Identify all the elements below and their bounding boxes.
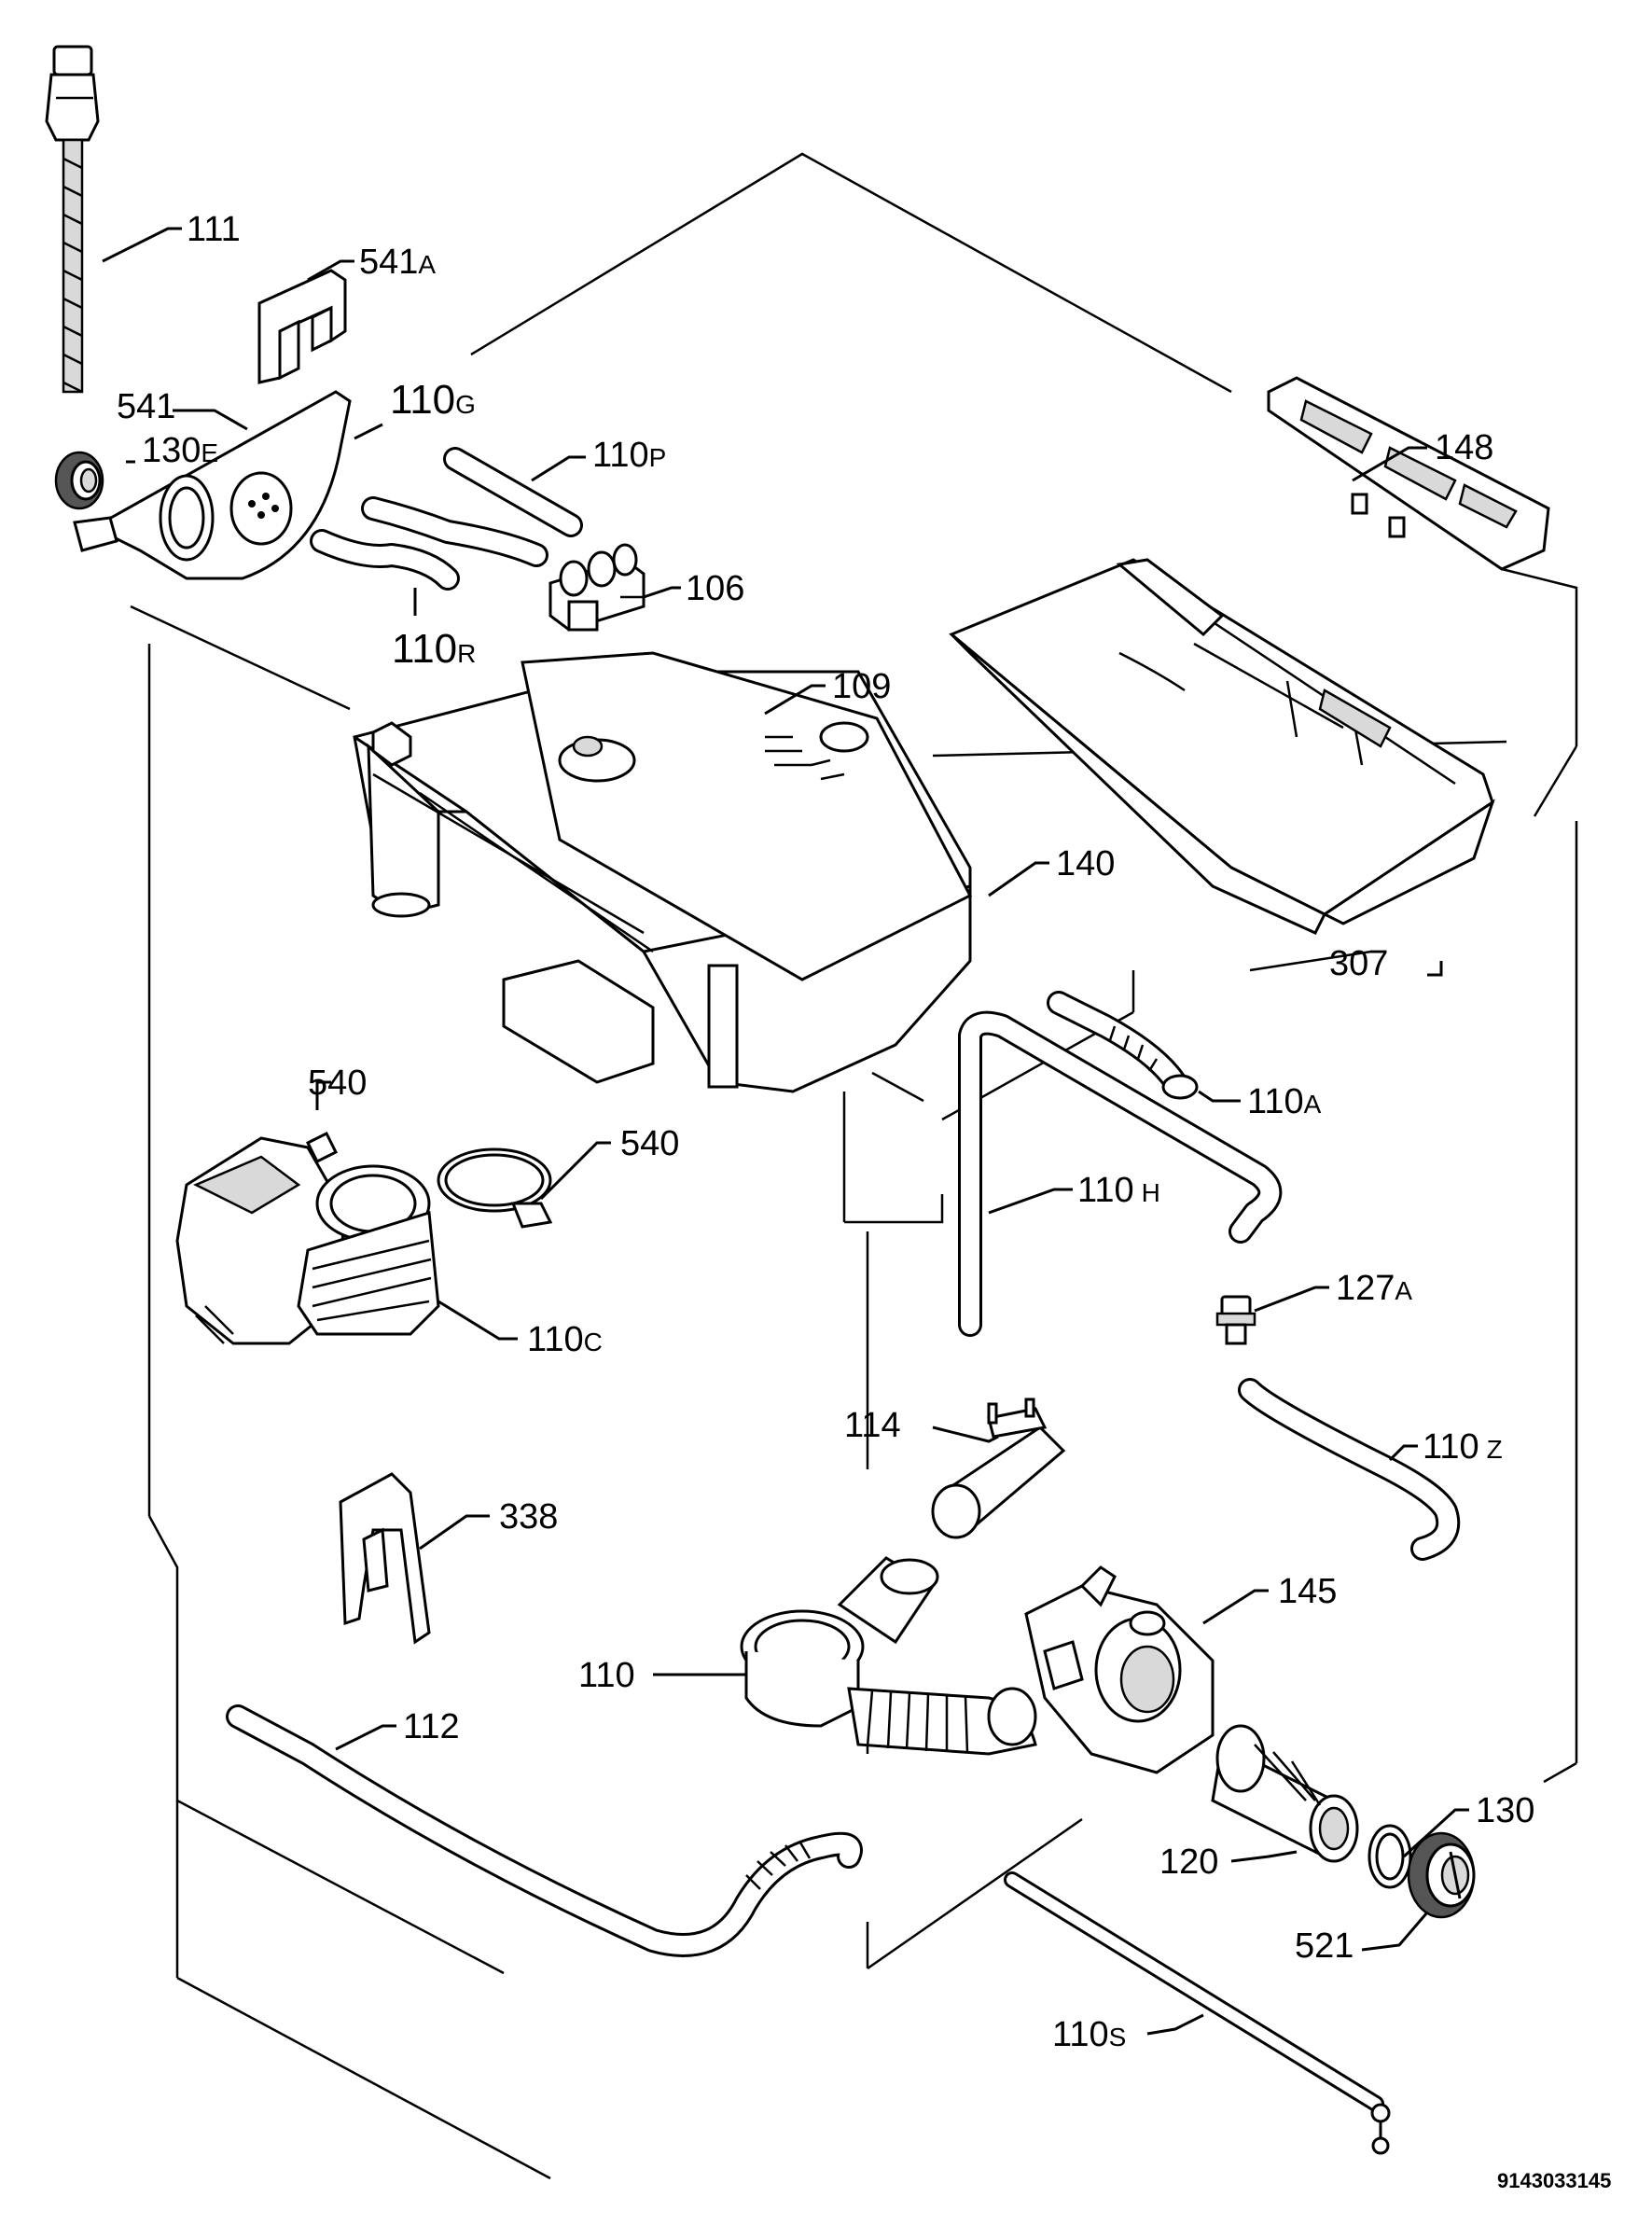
part-110Z-hose — [1238, 1378, 1461, 1561]
label-307: 307 — [1329, 944, 1388, 983]
part-110G-hose — [361, 496, 548, 567]
label-521: 521 — [1295, 1926, 1354, 1966]
label-127A: 127A — [1336, 1269, 1412, 1308]
part-130-o-ring — [1367, 1824, 1412, 1889]
part-145-pump — [1024, 1565, 1215, 1774]
part-111-inlet-hose — [45, 45, 100, 394]
label-110C: 110C — [527, 1320, 603, 1359]
part-130E-nut — [54, 451, 104, 510]
part-127A-fitting — [1215, 1295, 1256, 1345]
label-130E: 130E — [142, 431, 218, 470]
label-110S: 110S — [1052, 2015, 1126, 2054]
label-110: 110 — [578, 1656, 635, 1695]
part-114-sensor — [931, 1398, 1066, 1539]
part-338-clip — [339, 1472, 431, 1645]
label-338: 338 — [499, 1497, 558, 1537]
part-540a-clamp — [305, 1131, 339, 1164]
part-109-housing — [353, 651, 973, 1093]
part-110-sump-hose — [740, 1556, 1037, 1756]
part-148-handle — [1267, 376, 1550, 571]
document-number: 9143033145 — [1497, 2169, 1611, 2192]
part-110R-hose — [310, 529, 460, 591]
part-110C-bellows — [175, 1136, 440, 1345]
part-110A-hose — [1047, 991, 1199, 1100]
label-130: 130 — [1476, 1791, 1534, 1830]
label-148: 148 — [1435, 428, 1493, 467]
part-110H-hose — [958, 1010, 1283, 1337]
part-labels: 111 541A 541 130E 110G 110P 148 106 110R… — [117, 210, 1611, 2192]
label-110A: 110A — [1247, 1082, 1322, 1121]
part-540b-clamp-ring — [437, 1147, 553, 1229]
part-307-drawer — [949, 558, 1495, 935]
label-111: 111 — [187, 210, 241, 249]
part-541-panel — [73, 390, 352, 580]
label-541: 541 — [117, 387, 175, 426]
label-140: 140 — [1056, 844, 1115, 883]
part-120-filter — [1211, 1724, 1359, 1863]
part-541A-clip — [257, 269, 347, 384]
part-106-valve — [548, 543, 646, 632]
part-110S-rod — [1004, 1871, 1391, 2155]
label-120: 120 — [1159, 1843, 1218, 1882]
label-541A: 541A — [359, 243, 436, 282]
label-110R: 110R — [392, 626, 476, 672]
leader-lines — [102, 227, 1469, 2036]
part-110P-hose — [443, 447, 583, 537]
part-521-cap — [1407, 1831, 1476, 1919]
label-114: 114 — [844, 1406, 901, 1445]
label-145: 145 — [1278, 1572, 1337, 1611]
label-112: 112 — [403, 1707, 460, 1746]
label-109: 109 — [832, 667, 891, 706]
part-112-drain-hose — [226, 1704, 863, 1957]
label-110G: 110G — [390, 377, 476, 423]
label-110P: 110P — [592, 436, 666, 475]
label-540b: 540 — [620, 1124, 679, 1163]
label-106: 106 — [686, 569, 744, 608]
label-540a: 540 — [308, 1064, 367, 1103]
